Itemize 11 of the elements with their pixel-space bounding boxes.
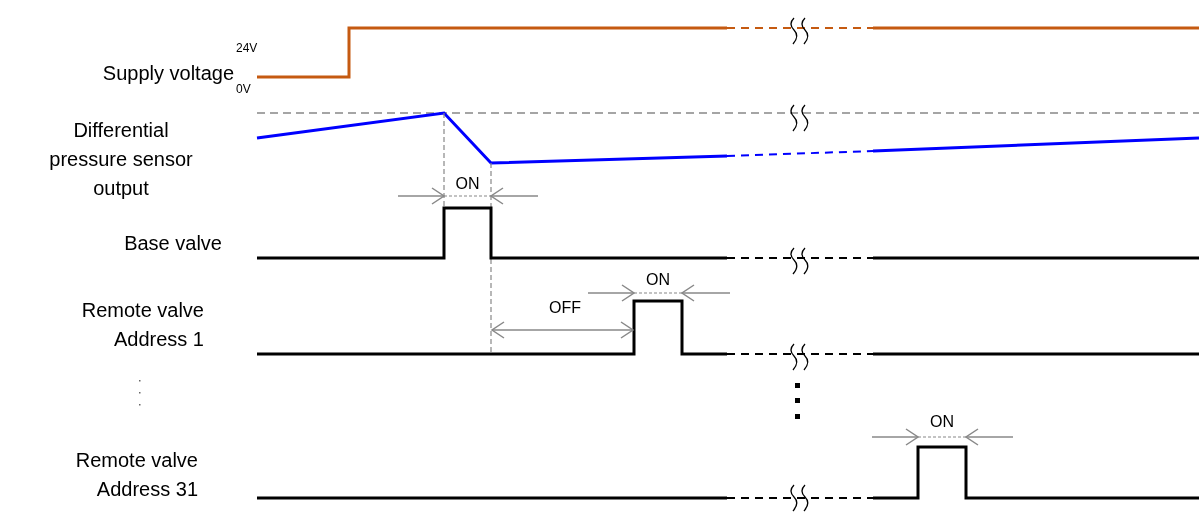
timing-label: ON — [929, 412, 955, 432]
timing-label: ON — [454, 174, 481, 194]
signal-name-label: Remote valve Address 1 — [80, 298, 204, 352]
signal-name-label: Base valve — [123, 231, 222, 256]
voltage-level-label: 24V — [236, 41, 259, 55]
signal-name-label: Remote valve Address 31 — [74, 448, 198, 502]
voltage-level-label: 0V — [236, 82, 252, 96]
timing-label: OFF — [548, 298, 582, 318]
signal-name-label: Supply voltage — [101, 61, 234, 86]
signal-name-label: Differential pressure sensor output — [48, 118, 194, 201]
timing-label: ON — [645, 270, 671, 290]
